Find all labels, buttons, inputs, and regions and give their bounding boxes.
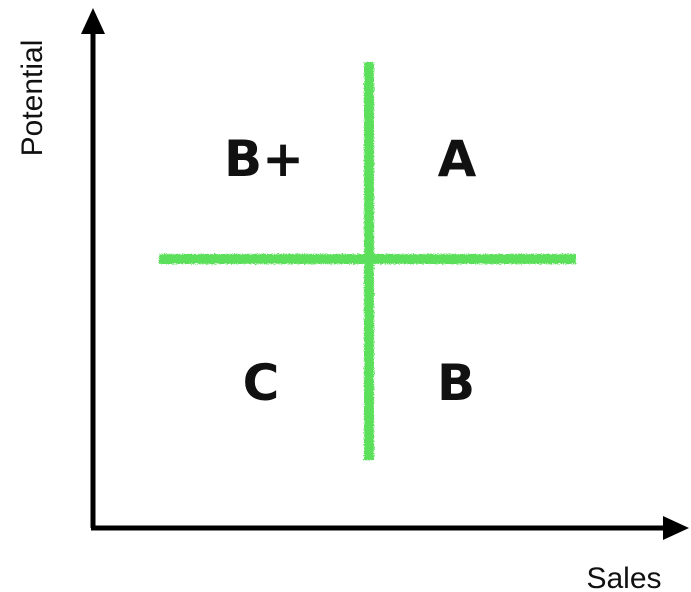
quadrant-top-right-label: A <box>438 130 477 188</box>
quadrant-dividers <box>159 62 576 460</box>
quadrant-top-left-label: B+ <box>224 130 304 188</box>
x-axis-label: Sales <box>586 562 661 592</box>
quadrant-bottom-right-label: B <box>437 354 475 412</box>
quadrant-bottom-left-label: C <box>243 354 280 412</box>
y-axis-arrowhead <box>81 8 105 34</box>
y-axis-label: Potential <box>16 40 49 157</box>
x-axis-arrowhead <box>663 516 689 540</box>
